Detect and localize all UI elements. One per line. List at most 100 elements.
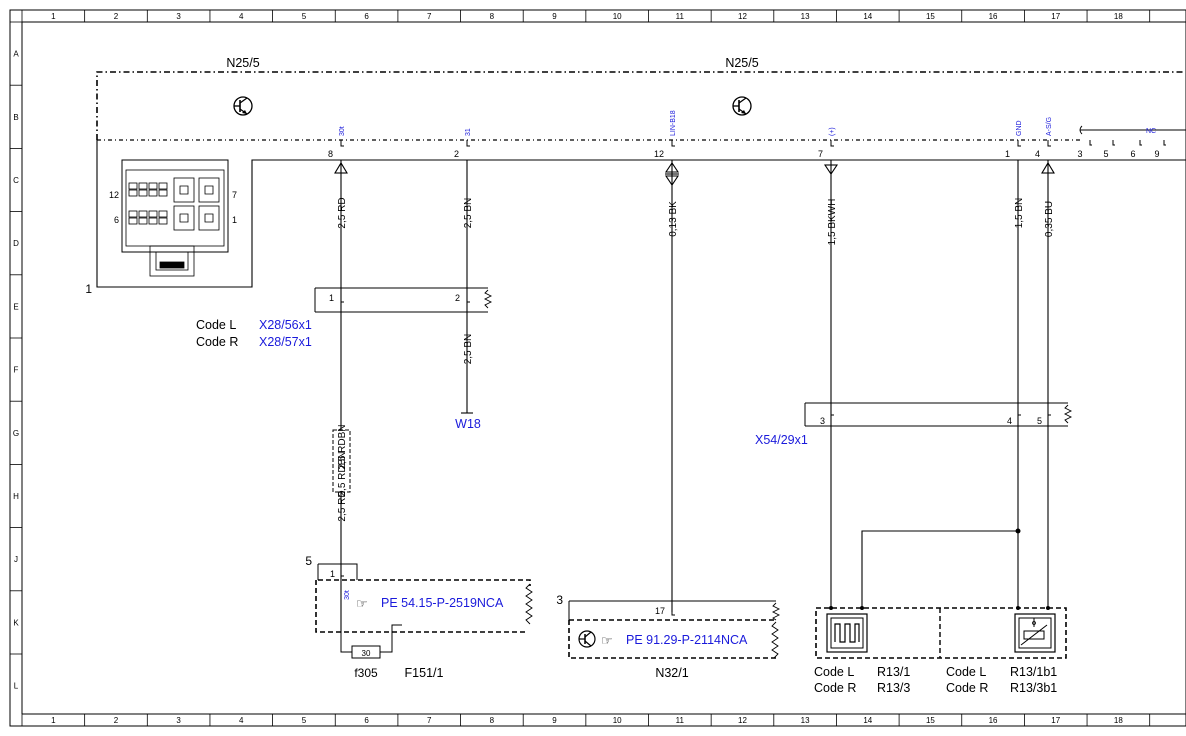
row-label: A — [13, 50, 19, 59]
pin-stub — [671, 140, 675, 147]
column-label: 5 — [302, 12, 307, 21]
wire-gauge-label: 2,5 RDBN — [337, 451, 348, 496]
wire-gauge-label: 0,13 BK — [668, 201, 679, 237]
row-label: G — [13, 429, 19, 438]
pin-number: 4 — [1035, 149, 1040, 159]
column-label: 14 — [863, 12, 872, 21]
r13-sensor-code-l: Code L — [946, 665, 986, 679]
fuse-number: 30 — [362, 649, 371, 658]
r13-sensor-code-r: Code R — [946, 681, 988, 695]
unused-pin-9: 9 — [1154, 149, 1159, 159]
fuse-block-doc-link[interactable]: PE 54.15-P-2519NCA — [381, 596, 504, 610]
column-label: 15 — [926, 716, 935, 725]
column-label: 9 — [552, 12, 557, 21]
n32-ref: N32/1 — [655, 666, 688, 680]
pin-number: 12 — [654, 149, 664, 159]
column-label: 18 — [1114, 716, 1123, 725]
bidirectional-arrow-icon — [664, 162, 680, 186]
row-label: L — [14, 682, 19, 691]
wire-gauge-label: 1,5 BN — [1014, 198, 1025, 229]
column-label: 5 — [302, 716, 307, 725]
pin-signal-label: (+) — [829, 127, 836, 136]
x28-code-l: Code L — [196, 318, 236, 332]
wire-gauge-label: 0,35 BU — [1044, 201, 1055, 237]
x28-ref-l-link[interactable]: X28/56x1 — [259, 318, 312, 332]
connector-face-pin-1: 1 — [232, 215, 237, 225]
unused-pin-6: 6 — [1130, 149, 1135, 159]
pin-stub — [830, 140, 834, 147]
wire-gauge-label: 2,5 BN — [463, 198, 474, 229]
column-label: 16 — [989, 12, 998, 21]
x54-pin-4: 4 — [1007, 416, 1012, 426]
x28-code-r: Code R — [196, 335, 238, 349]
r13-heater-ref-l: R13/1 — [877, 665, 910, 679]
r13-heater-code-r: Code R — [814, 681, 856, 695]
pointing-hand-icon: ☞ — [356, 596, 368, 611]
column-label: 1 — [51, 716, 56, 725]
column-label: 3 — [176, 12, 181, 21]
arrow-up-icon — [334, 161, 348, 174]
column-label: 4 — [239, 12, 244, 21]
module-name-right: N25/5 — [725, 56, 758, 70]
column-label: 13 — [801, 716, 810, 725]
column-label: 8 — [490, 716, 495, 725]
column-label: 7 — [427, 716, 432, 725]
wire-gnd-branch — [861, 530, 1018, 608]
electronic-module-icon — [233, 96, 253, 116]
r13-heater-ref-r: R13/3 — [877, 681, 910, 695]
pin-stub — [1017, 140, 1021, 147]
connector-face-pin-7: 7 — [232, 190, 237, 200]
unused-pin-5: 5 — [1103, 149, 1108, 159]
r13-sensor-ref-l: R13/1b1 — [1010, 665, 1057, 679]
pointing-hand-icon: ☞ — [601, 633, 613, 648]
connector-number: 1 — [85, 282, 92, 296]
column-label: 2 — [114, 716, 119, 725]
r13-sensor-ref-r: R13/3b1 — [1010, 681, 1057, 695]
column-label: 2 — [114, 12, 119, 21]
pin-signal-label: 31 — [465, 128, 472, 136]
x28-ref-r-link[interactable]: X28/57x1 — [259, 335, 312, 349]
electronic-module-icon — [732, 96, 752, 116]
fuse-ref: f305 — [354, 666, 378, 680]
n32-doc-link[interactable]: PE 91.29-P-2114NCA — [626, 633, 748, 647]
arrow-down-icon — [823, 164, 839, 175]
pointing-hand-icon-glyph: ☞ — [356, 596, 368, 611]
column-label: 16 — [989, 716, 998, 725]
column-label: 11 — [676, 716, 685, 725]
x54-pin-5: 5 — [1037, 416, 1042, 426]
module-n32 — [568, 600, 781, 659]
x28-pin-2: 2 — [455, 293, 460, 303]
pin-number: 2 — [454, 149, 459, 159]
electronic-module-icon — [578, 630, 596, 648]
w18-link[interactable]: W18 — [455, 417, 481, 431]
drawing-frame — [9, 9, 1186, 727]
fuse-block-pin: 1 — [330, 569, 335, 579]
pin-number: 1 — [1005, 149, 1010, 159]
column-label: 15 — [926, 12, 935, 21]
row-label: H — [13, 492, 19, 501]
column-label: 12 — [738, 716, 747, 725]
pin-signal-label: A-S/G — [1046, 117, 1053, 136]
x54-pin-3: 3 — [820, 416, 825, 426]
x54-link[interactable]: X54/29x1 — [755, 433, 808, 447]
connector-x28: 1 2 — [314, 287, 493, 313]
pin-stub — [340, 140, 344, 147]
temperature-sensor-icon — [1014, 613, 1056, 653]
n32-number: 3 — [556, 593, 563, 607]
fuse-block-number: 5 — [305, 554, 312, 568]
wire-gauge-label: 2,5 BN — [463, 334, 474, 365]
wire-gauge-label: 1,5 BKWH — [827, 199, 838, 246]
connector-face-pin-12: 12 — [109, 190, 119, 200]
fuse-block-f151 — [315, 563, 533, 659]
pin-signal-label: 30t — [339, 126, 346, 136]
column-label: 11 — [676, 12, 685, 21]
column-label: 9 — [552, 716, 557, 725]
connector-face-icon: 12 7 6 1 — [109, 159, 237, 277]
unused-pins-group: NC 3 5 6 9 — [1077, 125, 1186, 159]
column-label: 10 — [613, 12, 622, 21]
row-label: K — [13, 618, 19, 627]
column-label: 6 — [364, 12, 369, 21]
row-label: E — [13, 302, 18, 311]
